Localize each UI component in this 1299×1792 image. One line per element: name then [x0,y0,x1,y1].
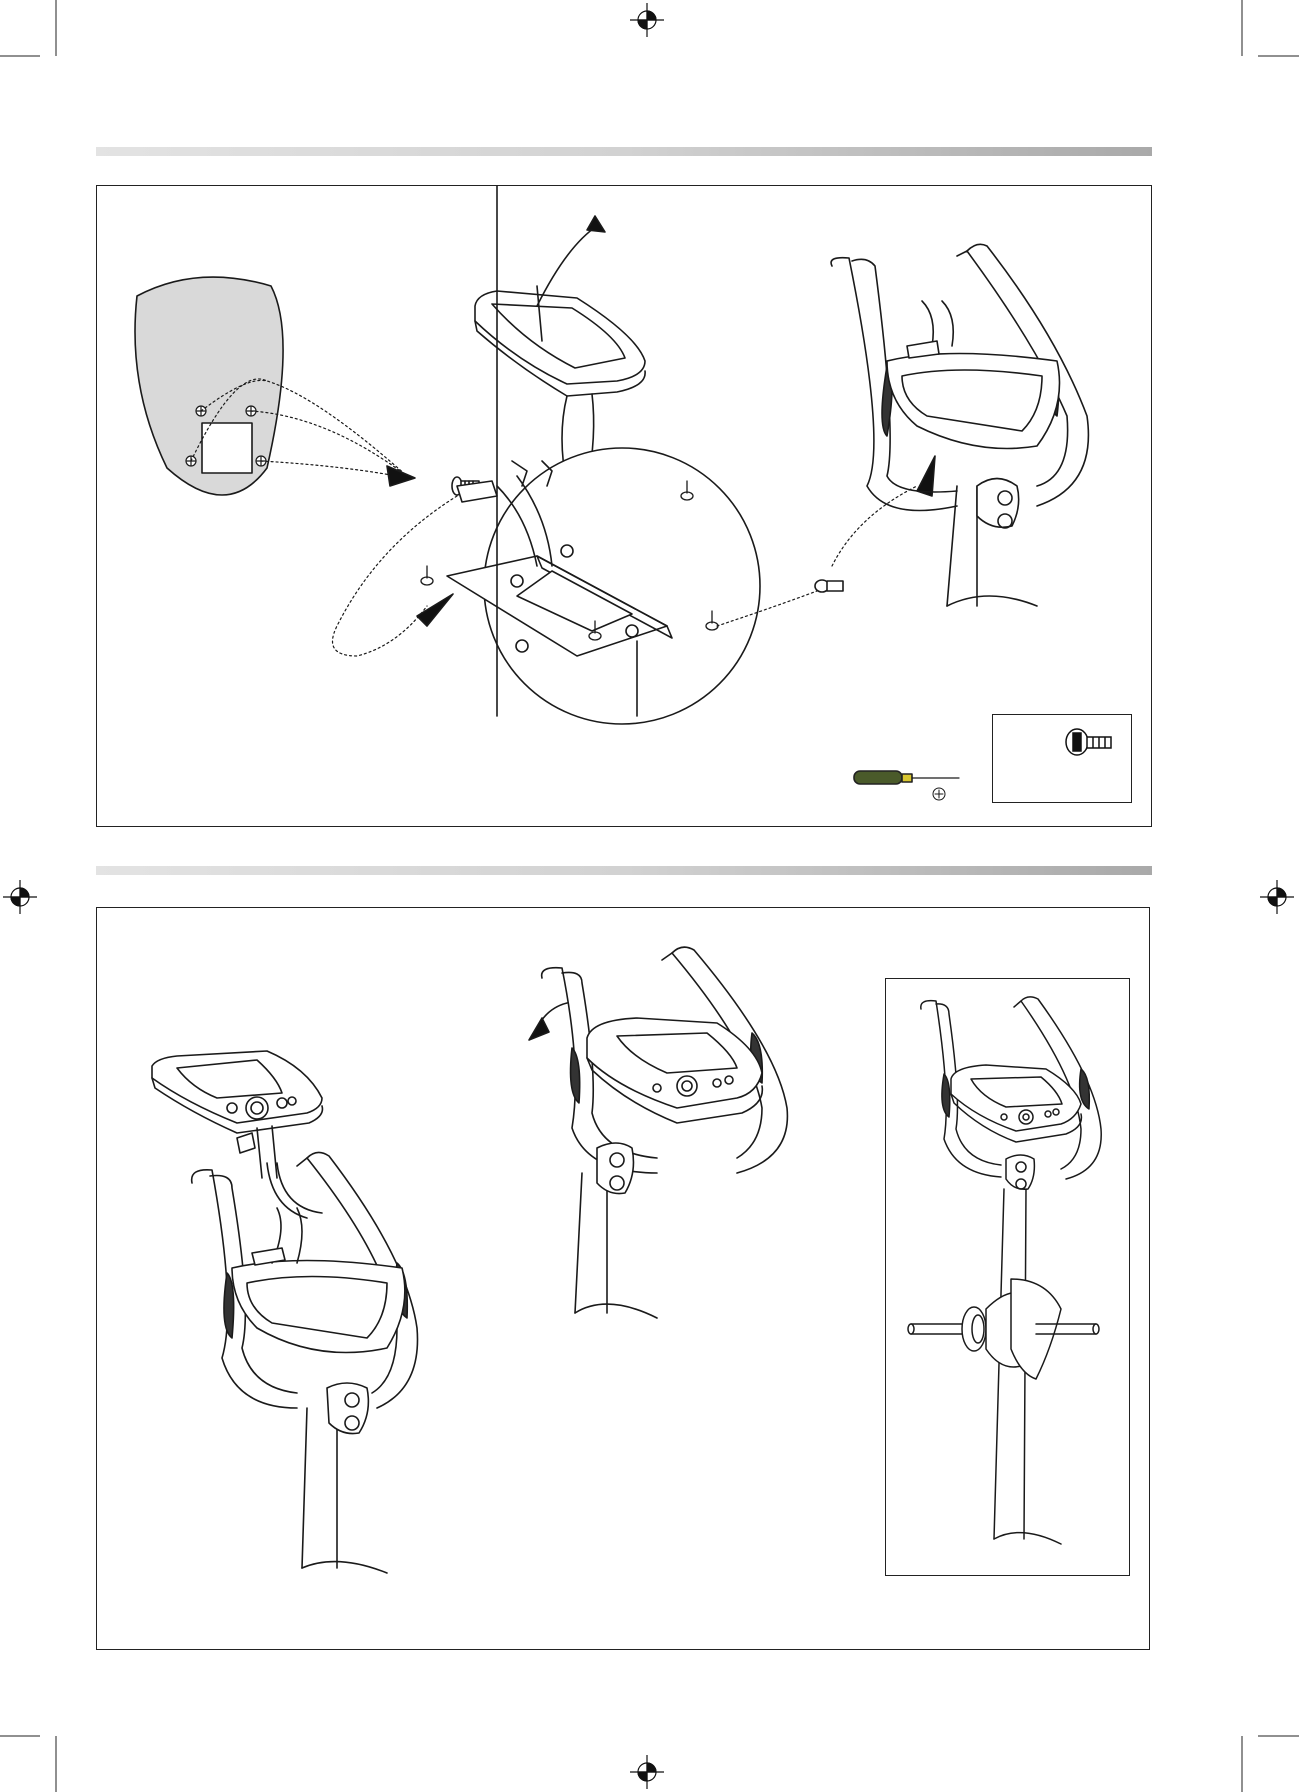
section-bar-step-b [96,866,1152,875]
screw-icon [815,580,843,592]
screwdriver-icon [854,771,959,800]
step-b-panel [96,907,1150,1650]
completed-assembly-inset [885,978,1130,1576]
console-base [475,216,645,486]
resistance-mechanism [908,1279,1099,1379]
screw-hardware-inset [992,714,1132,803]
magnified-bracket-detail [421,186,760,724]
screw-hardware-icon [993,715,1133,804]
completed-handlebar-drawing [886,979,1131,1577]
console-rotating-onto-handlebar [529,947,787,1318]
section-bar-step-a [96,147,1152,156]
handlebar-with-open-console-base [192,1152,418,1573]
handlebar-with-console-base [831,244,1088,606]
step-a-panel [96,185,1152,827]
console-with-connectors [152,1051,322,1218]
console-back-decal [135,277,415,495]
